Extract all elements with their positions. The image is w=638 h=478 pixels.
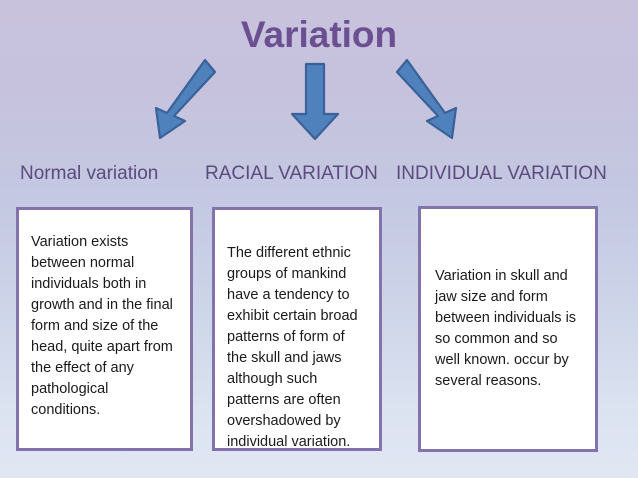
text-box-racial-variation: The different ethnic groups of mankind h…: [212, 207, 382, 451]
text-box-normal-variation: Variation exists between normal individu…: [16, 207, 193, 451]
column-heading-individual-variation: INDIVIDUAL VARIATION: [396, 163, 607, 184]
arrow-down-left-icon: [154, 58, 217, 140]
text-box-body: The different ethnic groups of mankind h…: [227, 245, 358, 450]
text-box-body: Variation in skull and jaw size and form…: [435, 268, 577, 389]
arrow-down-right-icon: [395, 58, 458, 140]
page-title: Variation: [240, 14, 398, 55]
column-heading-normal-variation: Normal variation: [20, 163, 159, 184]
column-heading-racial-variation: RACIAL VARIATION: [205, 163, 378, 184]
arrow-down-icon: [290, 62, 340, 141]
text-box-individual-variation: Variation in skull and jaw size and form…: [418, 206, 598, 452]
text-box-body: Variation exists between normal individu…: [31, 234, 173, 418]
